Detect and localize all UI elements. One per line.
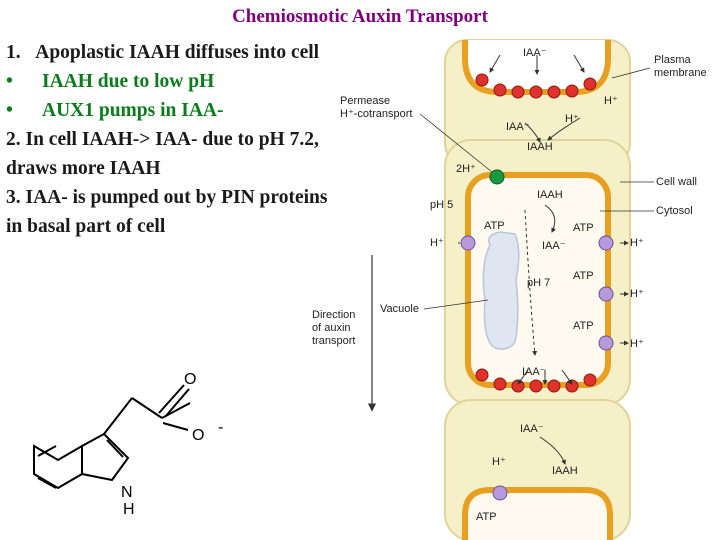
iaah-inside-label: IAAH: [537, 189, 563, 201]
hplus-label-right-3: H⁺: [630, 338, 644, 350]
atp-label-right-2: ATP: [573, 270, 594, 282]
ph7-label: pH 7: [527, 277, 550, 289]
atp-label-left: ATP: [484, 220, 505, 232]
upper-cell: IAA⁻: [462, 40, 611, 99]
pin-carrier: [547, 85, 561, 99]
bullet-low-ph: • IAAH due to low pH: [6, 67, 336, 96]
nitrogen-label: N: [121, 484, 133, 501]
vacuole: [482, 231, 520, 350]
explanation-text: 1. Apoplastic IAAH diffuses into cell • …: [6, 38, 336, 241]
iaa-minus-apoplast-label: IAA⁻: [506, 121, 530, 133]
iaa-minus-lower-label: IAA⁻: [520, 423, 544, 435]
charge-label: -: [218, 419, 223, 436]
pin-carrier: [511, 379, 525, 393]
step-1-number: 1.: [6, 42, 21, 63]
pin-carrier: [475, 368, 489, 382]
pin-carrier: [529, 379, 543, 393]
iaa-minus-inside-label: IAA⁻: [542, 240, 566, 252]
bullet-low-ph-text: IAAH due to low pH: [42, 71, 215, 92]
bullet-aux1: • AUX1 pumps in IAA-: [6, 96, 336, 125]
atpase-pumps: [460, 235, 614, 351]
pin-carriers-basal: [475, 368, 597, 393]
pin-carrier: [565, 84, 579, 98]
lower-cell: IAA⁻ H⁺ IAAH ATP: [462, 423, 613, 540]
pin-carrier: [547, 379, 561, 393]
apoplast-labels: H⁺ H⁺ IAA⁻ IAAH 2H⁺ pH 5 H⁺ H⁺ H⁺ H⁺: [430, 95, 644, 350]
oxygen-label-lower: O: [192, 427, 204, 444]
bullet-icon: •: [6, 71, 13, 92]
step-2: 2. In cell IAAH-> IAA- due to pH 7.2, dr…: [6, 129, 319, 179]
pin-carrier: [583, 77, 597, 91]
bullet-icon: •: [6, 100, 13, 121]
hplus-label-left: H⁺: [430, 237, 444, 249]
atpase-pump: [598, 235, 614, 251]
atpase-pump: [460, 235, 476, 251]
iaah-apoplast-label: IAAH: [527, 141, 553, 153]
page-title: Chemiosmotic Auxin Transport: [232, 6, 488, 27]
step-3: 3. IAA- is pumped out by PIN proteins in…: [6, 187, 328, 237]
step-1: 1. Apoplastic IAAH diffuses into cell: [6, 38, 336, 67]
atpase-pump: [598, 335, 614, 351]
hplus-lower-label: H⁺: [492, 456, 506, 468]
bullet-aux1-text: AUX1 pumps in IAA-: [42, 100, 224, 121]
ph5-label: pH 5: [430, 199, 453, 211]
cytosol-label: Cytosol: [656, 205, 693, 217]
pin-carrier: [475, 73, 489, 87]
pin-carrier: [583, 373, 597, 387]
step-1-text: Apoplastic IAAH diffuses into cell: [35, 42, 320, 63]
pin-carrier: [511, 85, 525, 99]
iaah-lower-label: IAAH: [552, 465, 578, 477]
hydrogen-label: H: [123, 501, 135, 518]
pin-carrier: [493, 83, 507, 97]
two-hplus-label: 2H⁺: [456, 163, 476, 175]
cell-wall-label: Cell wall: [656, 176, 697, 188]
pin-carriers-upper: [475, 73, 597, 99]
hplus-label-top: H⁺: [604, 95, 618, 107]
hplus-label-right-1: H⁺: [630, 237, 644, 249]
vacuole-label: Vacuole: [380, 303, 419, 315]
atpase-pump: [598, 286, 614, 302]
atpase-pump: [492, 485, 508, 501]
middle-cell: IAAH ATP ATP IAA⁻ pH 7 ATP ATP IAA⁻: [460, 169, 614, 393]
pin-carrier: [565, 379, 579, 393]
oxygen-label: O: [184, 371, 196, 388]
pin-carrier: [493, 377, 507, 391]
pin-carrier: [529, 85, 543, 99]
iaa-minus-basal-label: IAA⁻: [522, 366, 546, 378]
indole-acetate-structure: [33, 384, 191, 490]
atp-label-right-3: ATP: [573, 320, 594, 332]
hplus-label-upper: H⁺: [565, 113, 579, 125]
hplus-label-right-2: H⁺: [630, 288, 644, 300]
aux1-permease: [489, 169, 505, 185]
atp-label-right: ATP: [573, 222, 594, 234]
iaa-minus-label: IAA⁻: [523, 47, 547, 59]
atp-lower-label: ATP: [476, 511, 497, 523]
